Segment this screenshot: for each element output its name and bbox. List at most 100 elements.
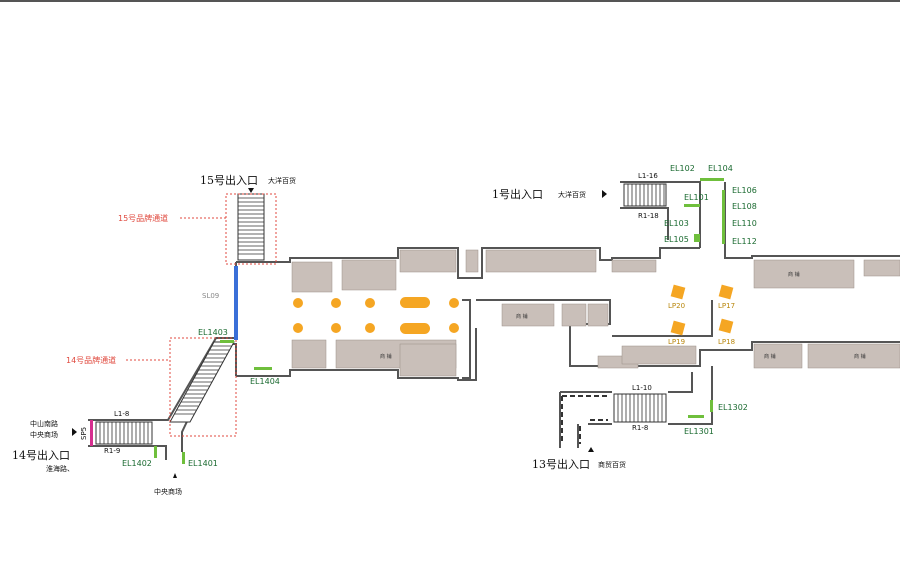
escalator-15 bbox=[237, 193, 265, 261]
pillar bbox=[331, 298, 341, 308]
shop-block bbox=[807, 343, 900, 369]
stair-l1-10: L1-10 bbox=[632, 384, 652, 392]
el1403-label: EL1403 bbox=[198, 328, 228, 337]
sl09-bar bbox=[234, 266, 238, 340]
shop-block bbox=[291, 261, 333, 293]
el102-label: EL102 bbox=[670, 164, 695, 173]
arrow-15 bbox=[248, 188, 254, 193]
stair-l1-8: L1-8 bbox=[114, 410, 129, 418]
shop-block bbox=[587, 303, 609, 327]
pillar bbox=[449, 298, 459, 308]
lightbox-lp17 bbox=[718, 284, 734, 300]
entrance-14-title: 14号出入口 bbox=[12, 448, 70, 462]
elevator-el1403 bbox=[220, 340, 234, 343]
pillar bbox=[400, 297, 430, 308]
stair-r1-18: R1-18 bbox=[638, 212, 659, 220]
pink-bar bbox=[90, 420, 93, 446]
elevator-el104 bbox=[700, 178, 724, 181]
arrow-13 bbox=[588, 447, 594, 452]
channel-14-box bbox=[169, 337, 237, 437]
lightbox-lp18 bbox=[718, 318, 734, 334]
elevator-el1401 bbox=[182, 452, 185, 464]
stair-r1-8: R1-8 bbox=[632, 424, 648, 432]
pillar bbox=[293, 323, 303, 333]
shop-block bbox=[465, 249, 479, 273]
elevator-el1404 bbox=[254, 367, 272, 370]
el104-label: EL104 bbox=[708, 164, 733, 173]
shop-blocks bbox=[291, 249, 900, 377]
pillars bbox=[293, 297, 459, 334]
door-marks-13 bbox=[561, 395, 608, 444]
entrance-1-title: 1号出入口 bbox=[492, 187, 543, 201]
el1404-label: EL1404 bbox=[250, 377, 280, 386]
entrance-14-side-bottom: 中央商场 bbox=[30, 430, 58, 439]
el112-label: EL112 bbox=[732, 237, 757, 246]
entrance-1-sub: 大洋百货 bbox=[558, 190, 586, 199]
stair-vertical-code: SP5 bbox=[80, 427, 88, 440]
el105-label: EL105 bbox=[664, 235, 689, 244]
el1401-label: EL1401 bbox=[188, 459, 218, 468]
arrow-1 bbox=[602, 190, 607, 198]
arrow-14 bbox=[72, 428, 77, 436]
shop-block bbox=[753, 343, 803, 369]
elevator-el1301 bbox=[688, 415, 704, 418]
el1302-label: EL1302 bbox=[718, 403, 748, 412]
shop-block bbox=[399, 343, 457, 377]
elevator-el101 bbox=[684, 204, 700, 207]
elevator-el1402 bbox=[154, 446, 157, 458]
lp20-label: LP20 bbox=[668, 302, 685, 310]
elevator-el1302 bbox=[710, 400, 713, 412]
pillar bbox=[400, 323, 430, 334]
channel-15-label: 15号品牌通道 bbox=[118, 213, 168, 223]
el103-label: EL103 bbox=[664, 219, 689, 228]
lp17-label: LP17 bbox=[718, 302, 735, 310]
shop-block bbox=[291, 339, 327, 369]
stair-r1-9: R1-9 bbox=[104, 447, 120, 455]
sl09-label: SL09 bbox=[202, 292, 219, 300]
el106-label: EL106 bbox=[732, 186, 757, 195]
shop-block bbox=[753, 259, 855, 289]
corridor-walls bbox=[88, 181, 900, 460]
entrance-13-title: 13号出入口 bbox=[532, 457, 590, 471]
elevator-right-column bbox=[722, 190, 725, 244]
shop-label: 商 铺 bbox=[380, 353, 392, 360]
entrance-14-sub: 淮海路、 bbox=[46, 464, 74, 473]
el1402-label: EL1402 bbox=[122, 459, 152, 468]
shop-block bbox=[399, 249, 457, 273]
entrance-13-sub: 商贸百货 bbox=[598, 460, 626, 469]
shop-label: 商 铺 bbox=[764, 353, 776, 360]
lightbox-lp19 bbox=[670, 320, 686, 336]
entrance-15-sub: 大洋百货 bbox=[268, 176, 296, 185]
pillar bbox=[365, 298, 375, 308]
pillar bbox=[449, 323, 459, 333]
shop-block bbox=[341, 259, 397, 291]
shop-block bbox=[611, 259, 657, 273]
channel-14-label: 14号品牌通道 bbox=[66, 355, 116, 365]
shop-block bbox=[501, 303, 555, 327]
el110-label: EL110 bbox=[732, 219, 757, 228]
top-border bbox=[0, 0, 900, 2]
brand-channels bbox=[126, 193, 277, 437]
elevator-marks bbox=[154, 178, 725, 464]
escalator-13 bbox=[613, 393, 667, 423]
shop-label: 商 铺 bbox=[516, 313, 528, 320]
shop-labels: 商 铺 商 铺 商 铺 商 铺 商 铺 bbox=[380, 271, 866, 360]
escalator-1 bbox=[623, 183, 667, 207]
light-boxes bbox=[670, 284, 734, 336]
stair-l1-16: L1-16 bbox=[638, 172, 658, 180]
lightbox-lp20 bbox=[670, 284, 686, 300]
entrance-15-title: 15号出入口 bbox=[200, 173, 258, 187]
el101-label: EL101 bbox=[684, 193, 709, 202]
escalator-14-diagonal bbox=[169, 341, 235, 423]
shop-block bbox=[621, 345, 697, 365]
escalator-14 bbox=[95, 421, 153, 445]
pillar bbox=[293, 298, 303, 308]
shop-block bbox=[485, 249, 597, 273]
lp18-label: LP18 bbox=[718, 338, 735, 346]
shop-block bbox=[863, 259, 900, 277]
pillar bbox=[331, 323, 341, 333]
el1301-label: EL1301 bbox=[684, 427, 714, 436]
shop-block bbox=[561, 303, 587, 327]
